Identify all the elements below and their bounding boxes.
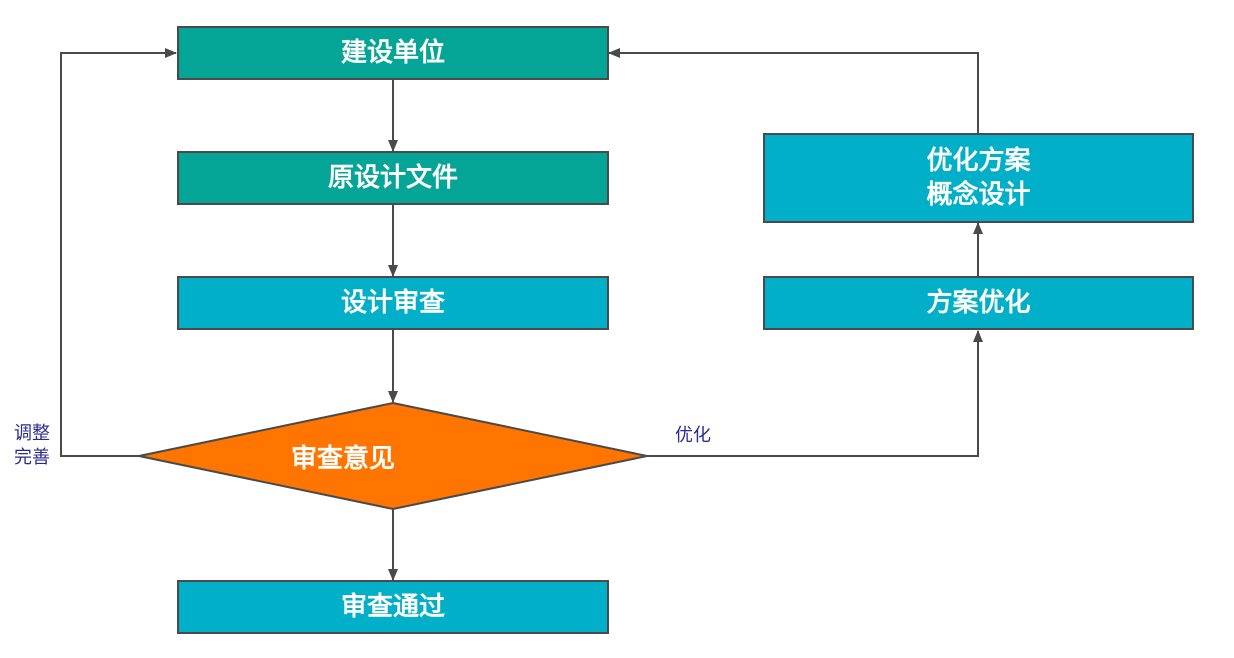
node-approved-label: 审查通过 <box>340 592 445 622</box>
node-approved: 审查通过 <box>177 580 609 634</box>
node-optimized-concept-line1: 优化方案 <box>926 146 1031 176</box>
node-original-docs: 原设计文件 <box>177 151 609 205</box>
node-owner: 建设单位 <box>177 26 609 80</box>
decision-label: 审查意见 <box>290 444 395 474</box>
node-owner-label: 建设单位 <box>340 38 445 68</box>
node-scheme-optimization: 方案优化 <box>763 276 1194 330</box>
node-design-review-label: 设计审查 <box>340 288 445 318</box>
edge-label-optimize: 优化 <box>675 425 711 446</box>
edge-label-adjust-line1: 调整 <box>14 423 50 444</box>
node-scheme-optimization-label: 方案优化 <box>926 288 1031 318</box>
edge-label-adjust-line2: 完善 <box>14 447 50 468</box>
arrow-concept-to-owner <box>608 48 979 133</box>
node-optimized-concept-line2: 概念设计 <box>926 180 1031 210</box>
arrow-optimize-path <box>647 330 983 457</box>
arrow-adjust-loop <box>60 48 177 457</box>
node-optimized-concept: 优化方案 概念设计 <box>763 133 1194 223</box>
node-original-docs-label: 原设计文件 <box>327 163 458 193</box>
node-design-review: 设计审查 <box>177 276 609 330</box>
edge-label-adjust: 调整 完善 <box>14 422 50 470</box>
